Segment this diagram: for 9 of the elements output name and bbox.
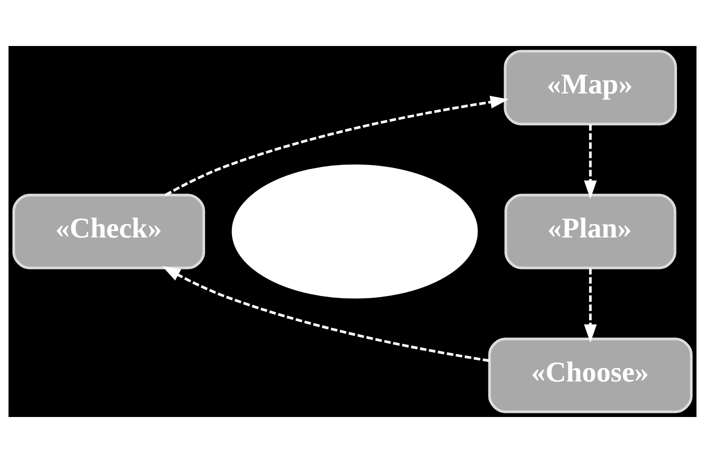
node-box: «Map» [504,50,677,126]
node-box: «Plan» [504,194,676,270]
node-box: «Check» [12,194,206,270]
node-box: «Choose» [488,338,693,414]
node-ellipse [232,164,478,299]
arrow [164,96,509,196]
arrow [584,268,597,343]
arrow [584,124,597,199]
arrow [162,266,490,362]
